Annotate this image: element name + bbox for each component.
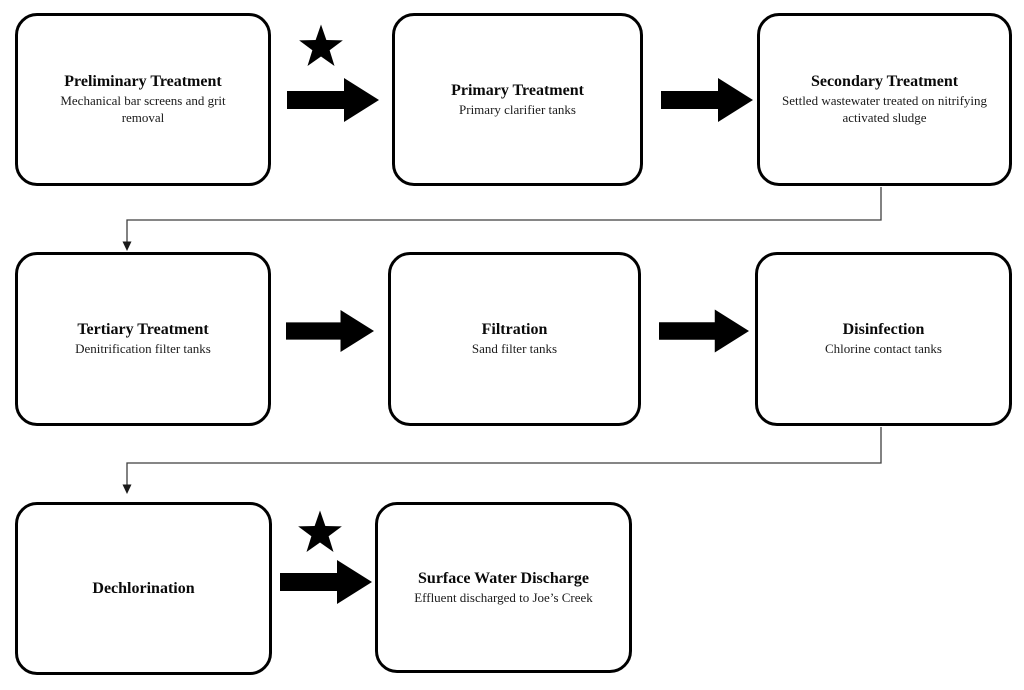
node-disinfection: Disinfection Chlorine contact tanks bbox=[755, 252, 1012, 426]
node-subtitle: Denitrification filter tanks bbox=[75, 341, 211, 357]
node-secondary-treatment: Secondary Treatment Settled wastewater t… bbox=[757, 13, 1012, 186]
node-primary-treatment: Primary Treatment Primary clarifier tank… bbox=[392, 13, 643, 186]
node-subtitle: Effluent discharged to Joe’s Creek bbox=[414, 589, 593, 605]
node-subtitle: Mechanical bar screens and grit removal bbox=[60, 93, 226, 125]
node-preliminary-treatment: Preliminary Treatment Mechanical bar scr… bbox=[15, 13, 271, 186]
node-title: Filtration bbox=[481, 321, 548, 339]
node-title: Preliminary Treatment bbox=[64, 73, 222, 91]
node-title: Secondary Treatment bbox=[810, 73, 959, 91]
arrow-right-icon bbox=[659, 309, 749, 353]
node-subtitle: Primary clarifier tanks bbox=[459, 101, 576, 117]
node-surface-water-discharge: Surface Water Discharge Effluent dischar… bbox=[375, 502, 632, 673]
arrow-right-icon bbox=[286, 309, 374, 353]
node-title: Tertiary Treatment bbox=[77, 321, 209, 339]
node-title: Dechlorination bbox=[92, 579, 195, 597]
node-title: Primary Treatment bbox=[451, 81, 584, 99]
node-tertiary-treatment: Tertiary Treatment Denitrification filte… bbox=[15, 252, 271, 426]
node-title: Surface Water Discharge bbox=[418, 569, 589, 587]
node-subtitle: Chlorine contact tanks bbox=[825, 341, 942, 357]
node-subtitle: Settled wastewater treated on nitrifying… bbox=[781, 93, 988, 125]
node-subtitle: Sand filter tanks bbox=[471, 341, 558, 357]
arrow-right-icon bbox=[661, 78, 753, 122]
node-filtration: Filtration Sand filter tanks bbox=[388, 252, 641, 426]
arrow-right-icon bbox=[287, 78, 379, 122]
star-icon bbox=[298, 510, 342, 553]
star-icon bbox=[299, 24, 343, 67]
node-title: Disinfection bbox=[842, 321, 925, 339]
arrow-right-icon bbox=[280, 560, 372, 604]
node-dechlorination: Dechlorination bbox=[15, 502, 272, 675]
